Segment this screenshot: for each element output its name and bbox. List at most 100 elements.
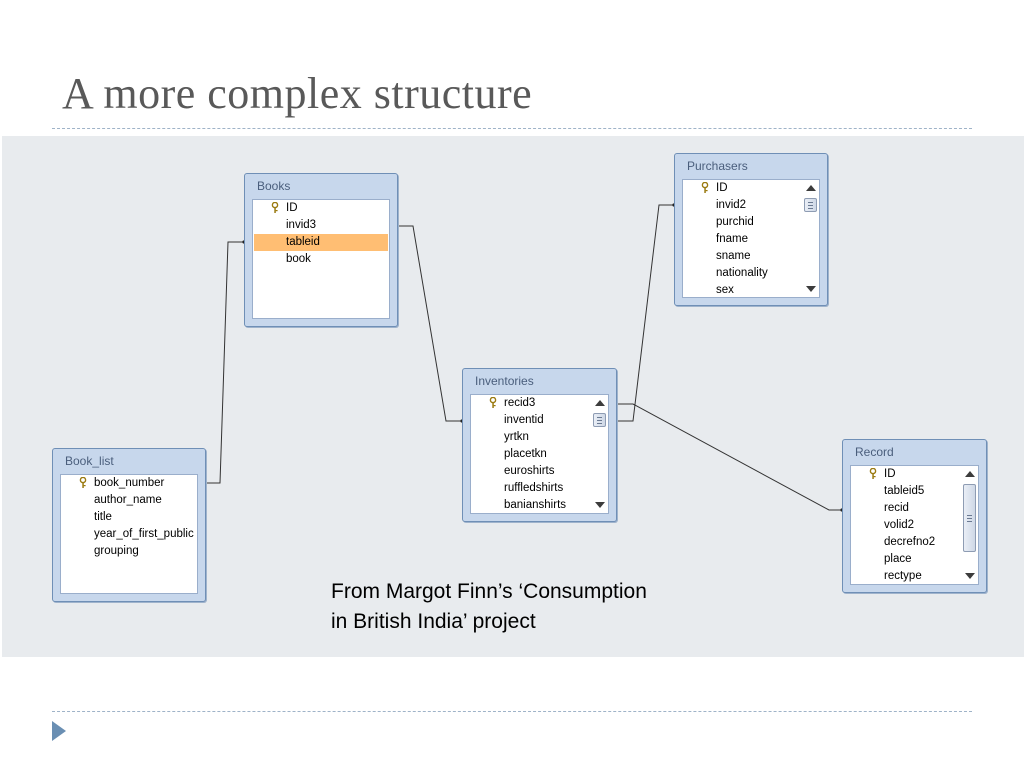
field-row[interactable]: ID	[852, 466, 960, 483]
table-title: Books	[257, 179, 291, 193]
field-row[interactable]: ID	[254, 200, 388, 217]
field-row[interactable]: banianshirts	[472, 497, 590, 513]
field-name: tableid	[286, 236, 320, 248]
primary-key-icon	[701, 181, 709, 194]
field-name: place	[884, 553, 912, 565]
field-row[interactable]: tableid5	[852, 483, 960, 500]
table-books[interactable]: Books ID invid3 tableid book	[244, 173, 398, 327]
slide-title: A more complex structure	[62, 69, 533, 118]
field-name: ID	[716, 182, 728, 194]
field-row[interactable]: yrtkn	[472, 429, 590, 446]
primary-key-icon	[869, 467, 877, 480]
relationship-line-inventories-record	[616, 403, 842, 511]
field-row[interactable]: recid3	[472, 395, 590, 412]
slide-bullet-triangle-icon	[52, 721, 66, 741]
field-row[interactable]: inventid	[472, 412, 590, 429]
field-row[interactable]: place	[852, 551, 960, 568]
field-row[interactable]: fname	[684, 231, 801, 248]
field-name: book	[286, 253, 311, 265]
field-name: yrtkn	[504, 431, 529, 443]
vertical-scrollbar[interactable]	[591, 395, 608, 513]
field-row[interactable]: ID	[684, 180, 801, 197]
field-row-selected[interactable]: tableid	[254, 234, 388, 251]
field-row[interactable]: rectype	[852, 568, 960, 584]
field-name: volid2	[884, 519, 915, 531]
field-list: recid3 inventid yrtkn placetkn euroshirt…	[470, 394, 609, 514]
field-name: grouping	[94, 545, 139, 557]
scroll-up-arrow-icon[interactable]	[806, 185, 816, 191]
primary-key-icon	[489, 396, 497, 409]
table-record[interactable]: Record ID tableid5 recid volid2 decrefno…	[842, 439, 987, 593]
field-row[interactable]: euroshirts	[472, 463, 590, 480]
field-row[interactable]: grouping	[62, 543, 196, 560]
field-list: ID invid3 tableid book	[252, 199, 390, 319]
field-row[interactable]: book	[254, 251, 388, 268]
field-name: ID	[286, 202, 298, 214]
field-row[interactable]: sname	[684, 248, 801, 265]
field-row[interactable]: nationality	[684, 265, 801, 282]
field-row[interactable]: year_of_first_public	[62, 526, 196, 543]
field-list: ID invid2 purchid fname sname nationalit…	[682, 179, 820, 298]
scroll-up-arrow-icon[interactable]	[965, 471, 975, 477]
field-name: book_number	[94, 477, 165, 489]
field-name: banianshirts	[504, 499, 567, 511]
field-name: tableid5	[884, 485, 925, 497]
field-name: placetkn	[504, 448, 547, 460]
field-name: author_name	[94, 494, 162, 506]
table-inventories[interactable]: Inventories recid3 inventid yrtkn placet…	[462, 368, 617, 522]
table-book-list[interactable]: Book_list book_number author_name title …	[52, 448, 206, 602]
field-name: title	[94, 511, 112, 523]
field-name: fname	[716, 233, 748, 245]
field-list: book_number author_name title year_of_fi…	[60, 474, 198, 594]
field-name: ruffledshirts	[504, 482, 564, 494]
scroll-down-arrow-icon[interactable]	[965, 573, 975, 579]
field-row[interactable]: placetkn	[472, 446, 590, 463]
caption-line: From Margot Finn’s ‘Consumption	[331, 580, 647, 603]
field-name: sname	[716, 250, 751, 262]
field-row[interactable]: decrefno2	[852, 534, 960, 551]
table-title: Record	[855, 445, 894, 459]
field-row[interactable]: ruffledshirts	[472, 480, 590, 497]
scroll-down-arrow-icon[interactable]	[595, 502, 605, 508]
source-caption: From Margot Finn’s ‘Consumption in Briti…	[331, 577, 731, 637]
table-purchasers[interactable]: Purchasers ID invid2 purchid fname sname…	[674, 153, 828, 306]
field-name: euroshirts	[504, 465, 555, 477]
relationship-line-books-inventories	[396, 225, 462, 422]
title-divider	[52, 128, 972, 129]
field-row[interactable]: sex	[684, 282, 801, 297]
table-title: Book_list	[65, 454, 114, 468]
field-name: inventid	[504, 414, 544, 426]
scrollbar-thumb[interactable]	[963, 484, 976, 552]
field-name: recid	[884, 502, 909, 514]
primary-key-icon	[271, 201, 279, 214]
field-name: nationality	[716, 267, 768, 279]
field-row[interactable]: purchid	[684, 214, 801, 231]
field-name: year_of_first_public	[94, 528, 194, 540]
field-row[interactable]: invid3	[254, 217, 388, 234]
caption-line: in British India’ project	[331, 610, 536, 633]
field-name: invid3	[286, 219, 317, 231]
field-row[interactable]: invid2	[684, 197, 801, 214]
scrollbar-thumb[interactable]	[593, 413, 606, 427]
footer-divider	[52, 711, 972, 712]
scrollbar-thumb[interactable]	[804, 198, 817, 212]
scroll-down-arrow-icon[interactable]	[806, 286, 816, 292]
relationship-line-inventories-purchasers	[616, 204, 674, 422]
relationship-line-booklist-books	[205, 241, 244, 484]
field-name: decrefno2	[884, 536, 936, 548]
field-name: rectype	[884, 570, 922, 582]
vertical-scrollbar[interactable]	[802, 180, 819, 297]
field-row[interactable]: author_name	[62, 492, 196, 509]
field-row[interactable]: title	[62, 509, 196, 526]
table-title: Inventories	[475, 374, 534, 388]
scroll-up-arrow-icon[interactable]	[595, 400, 605, 406]
field-row[interactable]: recid	[852, 500, 960, 517]
field-row[interactable]: book_number	[62, 475, 196, 492]
field-list: ID tableid5 recid volid2 decrefno2 place…	[850, 465, 979, 585]
vertical-scrollbar[interactable]	[961, 466, 978, 584]
field-name: invid2	[716, 199, 747, 211]
field-row[interactable]: volid2	[852, 517, 960, 534]
field-name: ID	[884, 468, 896, 480]
table-title: Purchasers	[687, 159, 748, 173]
field-name: recid3	[504, 397, 536, 409]
